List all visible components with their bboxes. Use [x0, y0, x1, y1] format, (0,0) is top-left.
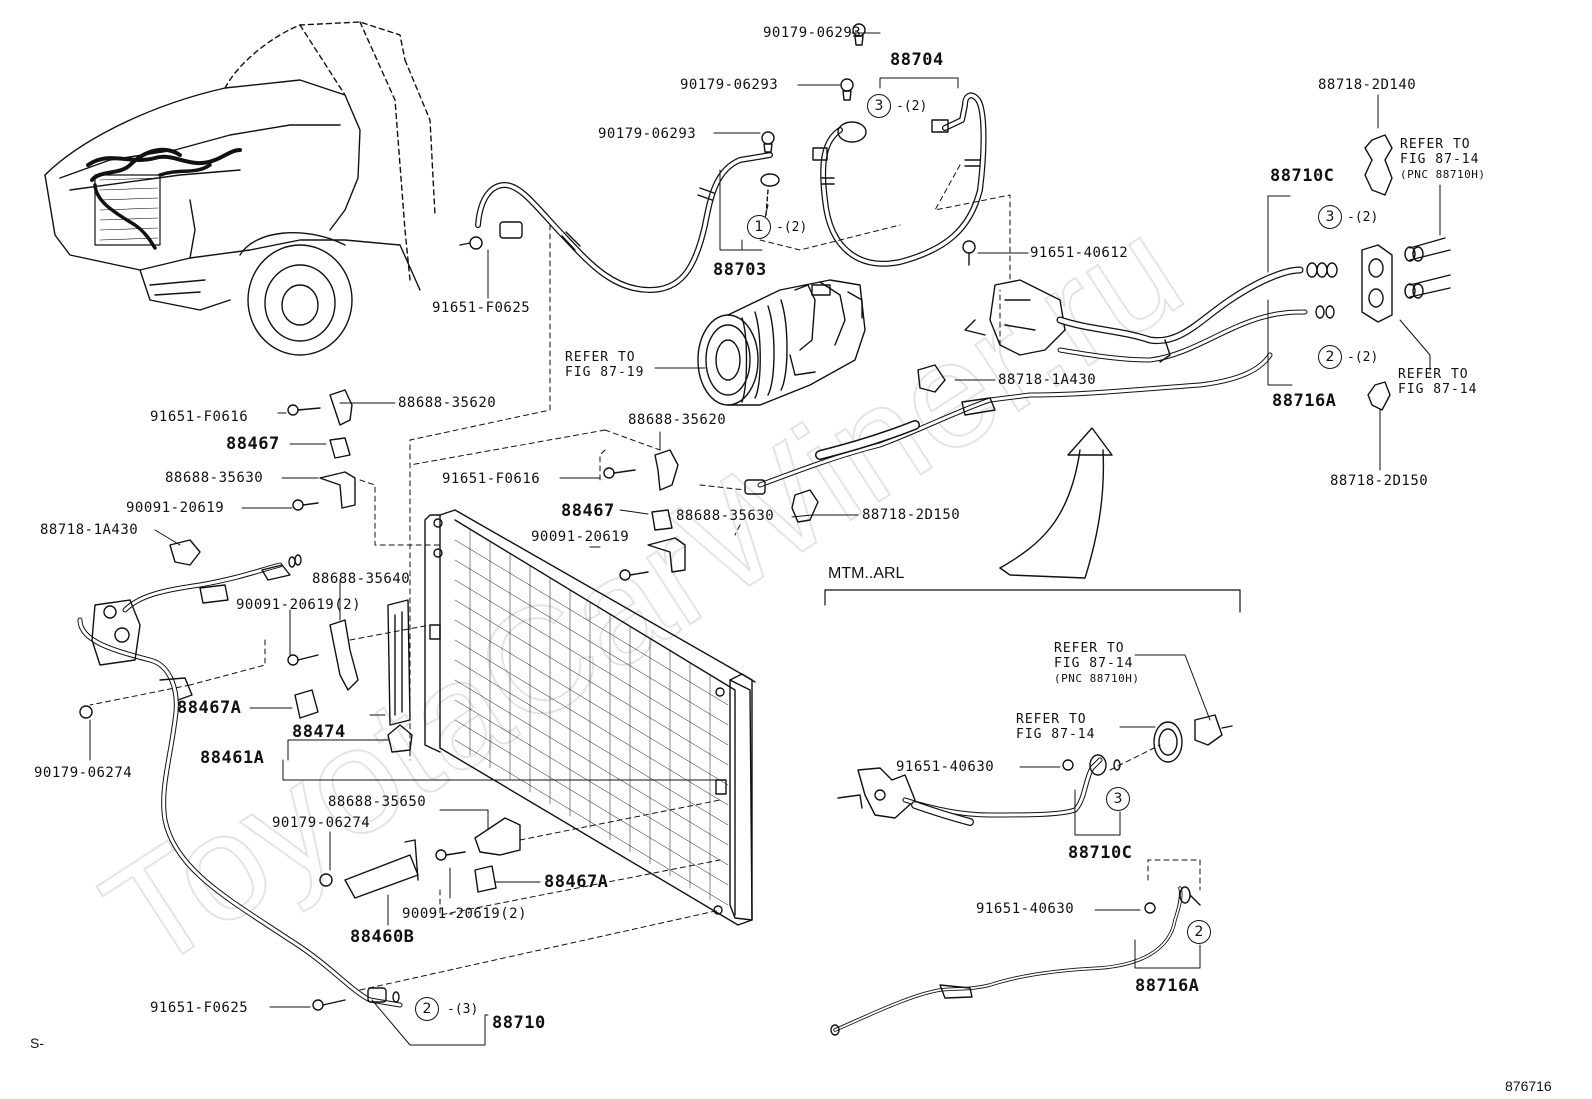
relation-lines [89, 164, 1011, 991]
label-91651-40612: 91651-40612 [1030, 245, 1129, 261]
note-line: REFER TO [1016, 712, 1087, 727]
label-88718-2D150-mid: 88718-2D150 [862, 507, 961, 523]
quantity: -(2) [1347, 350, 1379, 365]
illustration-number: 876716 [1505, 1078, 1552, 1094]
label-88688-35640: 88688-35640 [312, 571, 411, 587]
label-88688-35620-left: 88688-35620 [398, 395, 497, 411]
label-88467A-lower: 88467A [544, 872, 609, 892]
note-line: FIG 87-14 [1016, 727, 1096, 742]
label-90091-20619-2-lower: 90091-20619(2) [402, 906, 528, 922]
discharge-assembly [744, 134, 1451, 495]
label-88688-35630-mid: 88688-35630 [676, 508, 775, 524]
label-88710C-sub: 88710C [1068, 843, 1133, 863]
label-91651-40630-a: 91651-40630 [896, 759, 995, 775]
label-88461A: 88461A [200, 748, 265, 768]
note-line: FIG 87-14 [1054, 656, 1134, 671]
circled-ref: 3 [1106, 787, 1130, 811]
note-refer-fig-87-14-sub-a: REFER TO FIG 87-14 (PNC 88710H) [1054, 641, 1139, 686]
label-90179-06293-c: 90179-06293 [598, 126, 697, 142]
variant-section [824, 589, 1241, 1036]
note-line: REFER TO [1054, 641, 1125, 656]
circled-ref: 2 [415, 997, 439, 1021]
note-refer-fig-87-14-sub-b: REFER TO FIG 87-14 [1016, 712, 1095, 742]
label-88718-1A430-right: 88718-1A430 [998, 372, 1097, 388]
note-line: REFER TO [1400, 137, 1471, 152]
circled-ref: 3 [867, 94, 891, 118]
quantity: -(3) [447, 1002, 479, 1017]
label-88710: 88710 [492, 1013, 546, 1033]
note-line: FIG 87-14 [1400, 152, 1480, 167]
note-refer-fig-87-14-right: REFER TO FIG 87-14 [1398, 367, 1477, 397]
note-refer-fig-87-14-top: REFER TO FIG 87-14 (PNC 88710H) [1400, 137, 1485, 182]
label-88467-left: 88467 [226, 434, 280, 454]
quantity: -(2) [896, 99, 928, 114]
vehicle-thumbnail [44, 21, 436, 356]
circled-ref: 2 [1187, 920, 1211, 944]
label-88688-35630-left: 88688-35630 [165, 470, 264, 486]
circled-ref: 1 [747, 215, 771, 239]
quantity: -(2) [776, 220, 808, 235]
note-line: FIG 87-19 [565, 365, 645, 380]
label-90179-06293-a: 90179-06293 [763, 25, 862, 41]
circled-ref: 2 [1318, 345, 1342, 369]
label-88716A-sub: 88716A [1135, 976, 1200, 996]
label-88474: 88474 [292, 722, 346, 742]
pipe-88710 [77, 539, 403, 1008]
circled-ref: 3 [1318, 205, 1342, 229]
label-88688-35650: 88688-35650 [328, 794, 427, 810]
label-91651-40630-b: 91651-40630 [976, 901, 1075, 917]
label-90091-20619-left: 90091-20619 [126, 500, 225, 516]
note-line: REFER TO [1398, 367, 1469, 382]
label-91651-F0616-mid: 91651-F0616 [442, 471, 541, 487]
compressor [697, 279, 866, 406]
label-88716A-top: 88716A [1272, 391, 1337, 411]
quantity: -(2) [1347, 210, 1379, 225]
section-mark: S- [30, 1035, 44, 1051]
variant-label: MTM..ARL [828, 565, 905, 582]
note-refer-fig-87-19: REFER TO FIG 87-19 [565, 350, 644, 380]
label-88703: 88703 [713, 260, 767, 280]
label-88718-1A430-left: 88718-1A430 [40, 522, 139, 538]
label-90091-20619-2-left: 90091-20619(2) [236, 597, 362, 613]
label-91651-F0625-bottom: 91651-F0625 [150, 1000, 249, 1016]
label-90091-20619-mid: 90091-20619 [531, 529, 630, 545]
label-88718-2D140: 88718-2D140 [1318, 77, 1417, 93]
note-line: (PNC 88710H) [1054, 672, 1140, 685]
condenser [387, 509, 756, 926]
hose-88703 [475, 152, 780, 293]
label-88467-mid: 88467 [561, 501, 615, 521]
note-line: FIG 87-14 [1398, 382, 1478, 397]
brackets [294, 389, 819, 899]
direction-arrow [999, 427, 1113, 579]
label-88710C-top: 88710C [1270, 166, 1335, 186]
label-88460B: 88460B [350, 927, 415, 947]
note-line: (PNC 88710H) [1400, 168, 1486, 181]
bolts [79, 23, 976, 1011]
label-88718-2D150-right: 88718-2D150 [1330, 473, 1429, 489]
label-90179-06293-b: 90179-06293 [680, 77, 779, 93]
label-88688-35620-mid: 88688-35620 [628, 412, 727, 428]
leader-lines [89, 32, 1441, 1046]
label-90179-06274-left: 90179-06274 [34, 765, 133, 781]
label-91651-F0625-top: 91651-F0625 [432, 300, 531, 316]
label-91651-F0616-left: 91651-F0616 [150, 409, 249, 425]
note-line: REFER TO [565, 350, 636, 365]
label-88704: 88704 [890, 50, 944, 70]
label-88467A-left: 88467A [177, 698, 242, 718]
hose-88704 [812, 92, 987, 267]
label-90179-06274-mid: 90179-06274 [272, 815, 371, 831]
